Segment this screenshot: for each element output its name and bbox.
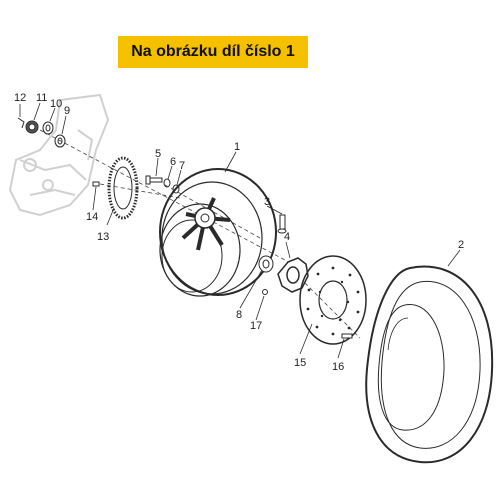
disc-carrier-4	[277, 257, 309, 293]
callout-7: 7	[179, 160, 185, 172]
hardware-bolt-12	[17, 117, 25, 129]
brake-disc-15	[299, 255, 367, 345]
callout-4: 4	[284, 231, 290, 243]
leader-lines	[19, 102, 461, 359]
callout-labels: 12 11 10 9 5 6 7 1 3 4 8 17 15 16 14 13 …	[14, 92, 464, 373]
callout-15: 15	[294, 357, 306, 369]
hub-bearing-8	[258, 255, 274, 273]
swingarm-faded	[8, 93, 110, 217]
callout-14: 14	[86, 211, 98, 223]
callout-5: 5	[155, 148, 161, 160]
nut-17	[262, 289, 268, 295]
spacer-10	[42, 121, 54, 135]
tyre-2	[365, 265, 494, 464]
callout-9: 9	[64, 105, 70, 117]
callout-8: 8	[236, 309, 242, 321]
callout-3: 3	[264, 196, 270, 208]
valve-3	[277, 214, 287, 234]
part-number-banner: Na obrázku díl číslo 1	[118, 36, 308, 68]
callout-2: 2	[458, 239, 464, 251]
callout-12: 12	[14, 92, 26, 104]
bolt-5	[145, 175, 163, 185]
callout-6: 6	[170, 156, 176, 168]
callout-13: 13	[97, 231, 109, 243]
disc-screw-16	[341, 333, 353, 339]
wheel-rim-1	[159, 168, 277, 297]
callout-10: 10	[50, 98, 62, 110]
callout-17: 17	[250, 320, 262, 332]
tone-ring-13	[107, 156, 139, 220]
screw-14	[92, 181, 100, 187]
callout-16: 16	[332, 361, 344, 373]
callout-1: 1	[234, 141, 240, 153]
bearing-11	[25, 120, 39, 134]
callout-11: 11	[36, 92, 47, 104]
